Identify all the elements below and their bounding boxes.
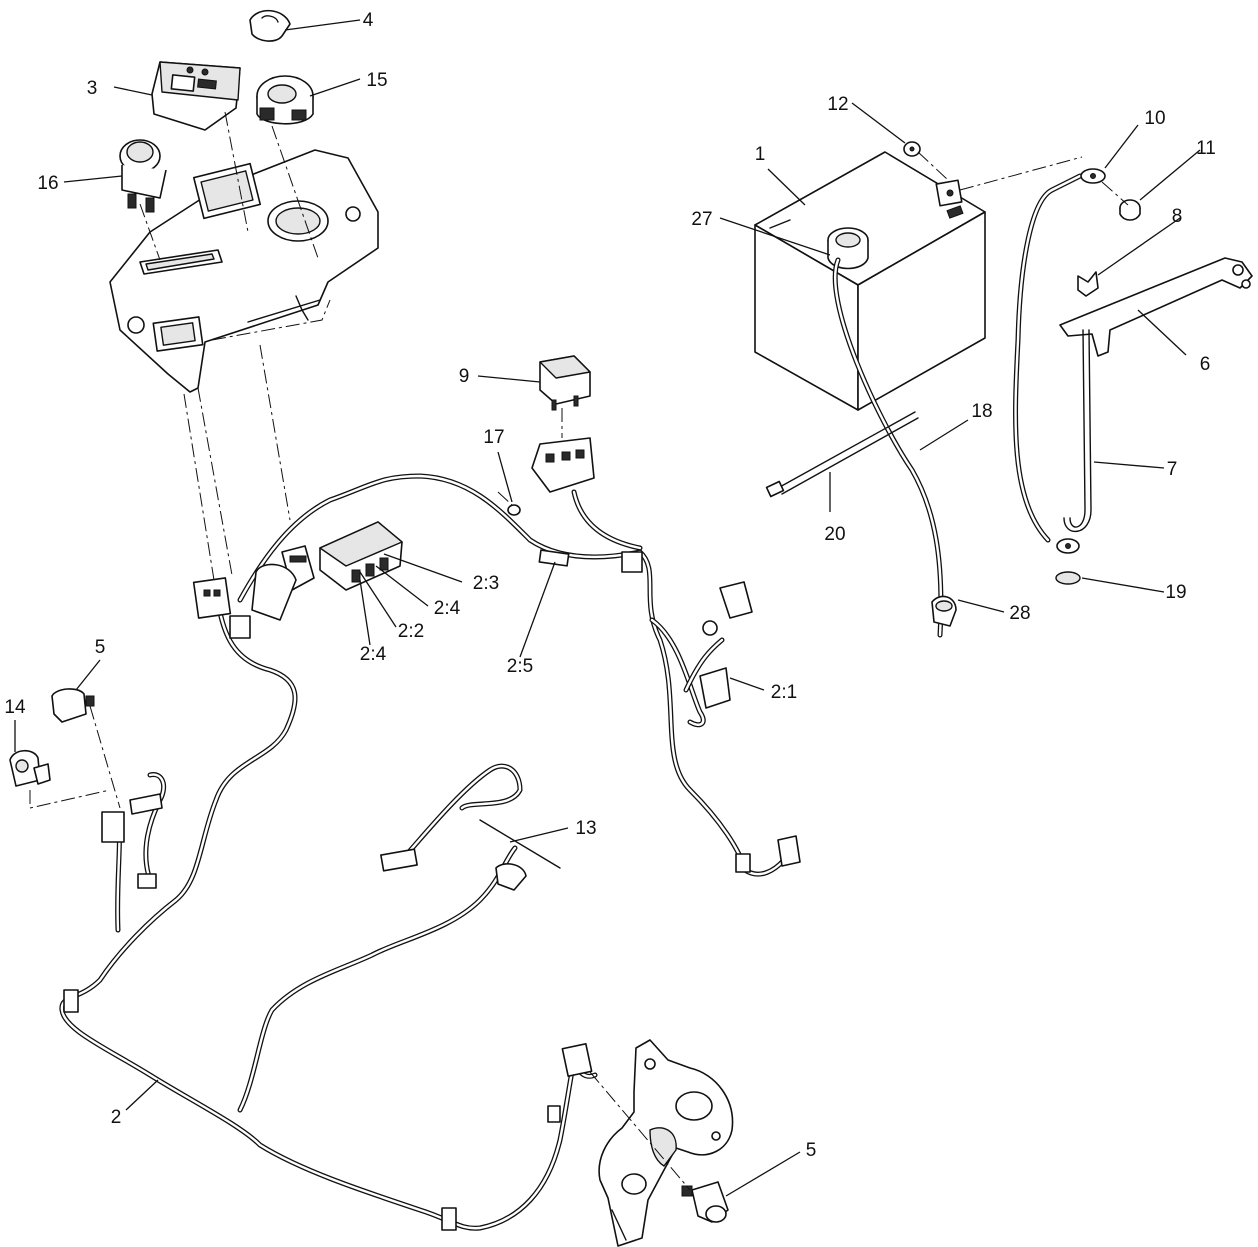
harness-connectors	[192, 545, 315, 639]
callout-18: 18	[971, 401, 992, 422]
brake-switch-lead	[561, 1043, 598, 1079]
callout-5-lower: 5	[806, 1140, 817, 1161]
callout-11: 11	[1196, 138, 1216, 159]
part-14-switch	[9, 749, 51, 787]
callout-1: 1	[755, 144, 766, 165]
assembly-lines-left	[29, 705, 121, 809]
callout-numbers: 3 4 15 16 1 12 27 10 11 8 6 7 19 18 20 2…	[4, 10, 1215, 1161]
callout-6: 6	[1200, 354, 1211, 375]
assembly-line-relay	[497, 408, 563, 506]
part-6-battery-hold-down	[1059, 257, 1253, 357]
part-8-wing-nut	[1077, 271, 1099, 297]
part-4-key-cap	[249, 9, 291, 42]
callout-9: 9	[459, 366, 470, 387]
part-1-battery	[754, 151, 986, 411]
console-panel	[109, 149, 379, 393]
part-19-washer	[1055, 571, 1081, 585]
callout-15: 15	[366, 70, 387, 91]
connector-2-1	[699, 581, 753, 709]
callout-2-1: 2:1	[771, 682, 797, 703]
callout-2-4-lower: 2:4	[360, 644, 387, 665]
callout-2: 2	[111, 1107, 122, 1128]
callout-4: 4	[363, 10, 374, 31]
part-28-terminal-boot	[931, 595, 957, 627]
callout-16: 16	[37, 173, 58, 194]
callout-28: 28	[1009, 603, 1030, 624]
callout-2-2: 2:2	[398, 621, 424, 642]
callout-3: 3	[87, 78, 98, 99]
harness-clips	[63, 835, 801, 1231]
part-13-harness-lead	[380, 763, 561, 891]
part-5-switch-upper	[51, 688, 95, 723]
brake-bracket	[598, 1039, 734, 1247]
relay-socket	[531, 437, 595, 493]
callout-2-5: 2:5	[507, 656, 533, 677]
callout-27: 27	[691, 209, 712, 230]
assembly-lines-console	[139, 111, 331, 581]
callout-20: 20	[824, 524, 845, 545]
part-17-screw	[507, 504, 521, 516]
callout-17: 17	[483, 427, 504, 448]
part-11-bolt	[1119, 199, 1141, 221]
harness-left-connectors	[101, 793, 163, 889]
part-18-positive-cable	[832, 257, 944, 638]
part-10-negative-cable	[1013, 168, 1106, 554]
part-20-cable-tie	[765, 411, 919, 498]
part-5-switch-lower	[681, 1181, 729, 1223]
part-16-push-switch	[119, 139, 167, 213]
part-2-main-harness	[59, 473, 787, 1231]
leader-lines	[14, 19, 1201, 1197]
part-27-terminal-cover	[827, 227, 869, 270]
callout-19: 19	[1165, 582, 1186, 603]
part-9-relay	[539, 355, 591, 411]
part-3-hour-meter	[151, 61, 241, 131]
fuse-block	[319, 521, 403, 591]
connector-2-5	[538, 549, 643, 573]
assembly-lines-battery	[917, 151, 1129, 206]
callout-2-3: 2:3	[473, 573, 499, 594]
callout-10: 10	[1144, 108, 1165, 129]
callout-8: 8	[1172, 206, 1183, 227]
part-12-nut	[903, 141, 921, 157]
part-7-hold-down-rod	[1063, 329, 1092, 533]
part-15-ignition-switch	[256, 75, 314, 125]
callout-2-4-upper: 2:4	[434, 598, 461, 619]
callout-12: 12	[827, 94, 848, 115]
assembly-line-brake	[589, 1071, 691, 1191]
callout-14: 14	[4, 697, 26, 718]
callout-7: 7	[1167, 459, 1178, 480]
callout-13: 13	[575, 818, 596, 839]
callout-5-upper: 5	[95, 637, 106, 658]
